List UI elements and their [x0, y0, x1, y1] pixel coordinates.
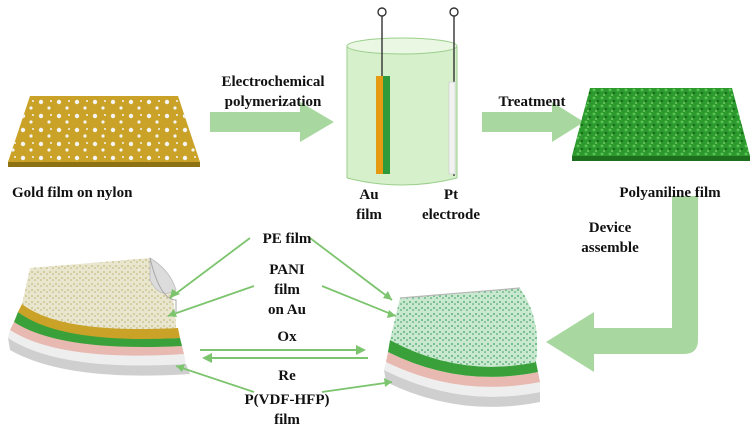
label-polyaniline-film: Polyaniline film [619, 185, 721, 201]
electrochemical-cell [346, 37, 458, 186]
label-polymerization: polymerization [225, 94, 322, 110]
label-re: Re [278, 368, 296, 384]
label-pani-film: film [274, 282, 300, 298]
label-electrochemical: Electrochemical [221, 74, 324, 90]
label-pani: PANI [269, 262, 305, 278]
label-pt: Pt [444, 187, 458, 203]
label-on-au: on Au [268, 302, 306, 318]
gold-film-sheet [8, 96, 200, 167]
label-pvdf-hfp: P(VDF-HFP) [245, 392, 330, 408]
au-electrode [376, 7, 390, 174]
device-right [384, 287, 540, 407]
label-pt-electrode: electrode [422, 207, 480, 223]
label-au: Au [359, 187, 378, 203]
label-pvdf-film: film [274, 412, 300, 428]
label-device: Device [589, 220, 632, 236]
label-assemble: assemble [581, 240, 639, 256]
polyaniline-film-sheet [572, 88, 750, 161]
label-treatment: Treatment [499, 94, 566, 110]
label-ox: Ox [277, 329, 297, 345]
arrow-device-assemble [546, 196, 698, 372]
arrow-ox [200, 345, 366, 355]
arrow-treatment [482, 102, 584, 142]
label-au-film: film [356, 207, 382, 223]
pointer-arrowheads [168, 289, 396, 387]
pt-electrode [448, 7, 459, 176]
pointer-lines [167, 237, 397, 393]
arrow-polymerization [210, 102, 334, 142]
label-gold-film: Gold film on nylon [12, 185, 133, 201]
device-left [8, 257, 190, 376]
label-pe-film: PE film [263, 231, 312, 247]
arrow-re [202, 353, 368, 363]
